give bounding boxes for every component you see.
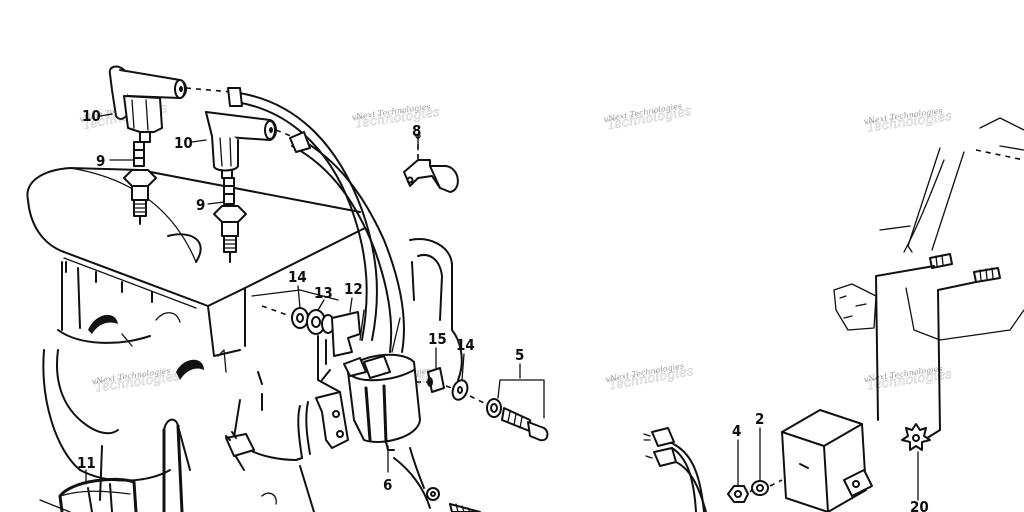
wiring-harness: [643, 427, 707, 512]
callout-6: 6: [383, 476, 392, 494]
callout-14: 14: [288, 268, 307, 286]
callout-4: 4: [732, 422, 741, 440]
spacer-15: [427, 367, 445, 393]
callout-15: 15: [428, 330, 447, 348]
callout-14: 14: [456, 336, 475, 354]
callout-8: 8: [412, 122, 421, 140]
callout-leaders: [85, 113, 919, 501]
spark-plug-right: [213, 177, 247, 263]
terminal-connectors: [875, 253, 1001, 441]
bolt-lower: [449, 503, 481, 512]
lock-washer-13: [306, 309, 335, 335]
callout-9: 9: [196, 196, 205, 214]
callout-10: 10: [174, 134, 193, 152]
washer-14-right: [451, 379, 469, 401]
ignition-coil: [225, 335, 440, 501]
callout-labels: 10 10 9 9 8 14 13 12 15 14 5 6 11 4 2 20: [77, 107, 929, 512]
callout-5: 5: [515, 346, 524, 364]
callout-13: 13: [314, 284, 333, 302]
callout-2: 2: [755, 410, 764, 428]
spark-plug-cap-right: [205, 111, 277, 179]
callout-10: 10: [82, 107, 101, 125]
bolt-5: [486, 398, 549, 442]
frame-structure: [833, 117, 1024, 341]
assembly-line: [275, 129, 297, 139]
plate-12: [331, 311, 361, 357]
lead-clip: [403, 133, 459, 193]
spark-plug-cap-left: [108, 65, 187, 143]
assembly-line: [749, 479, 783, 493]
washer-2: [751, 480, 769, 496]
ignition-leads: [227, 87, 405, 353]
callout-12: 12: [344, 280, 363, 298]
nut-4: [727, 485, 749, 503]
star-washer-20: [901, 423, 931, 451]
regulator-box: [781, 409, 873, 512]
engine-block: [26, 167, 463, 512]
assembly-line: [185, 87, 233, 93]
callout-11: 11: [77, 454, 96, 472]
callout-20: 20: [910, 498, 929, 512]
spark-plug-left: [123, 141, 157, 225]
washer-14-left: [291, 307, 309, 329]
assembly-line: [416, 381, 487, 405]
callout-9: 9: [96, 152, 105, 170]
